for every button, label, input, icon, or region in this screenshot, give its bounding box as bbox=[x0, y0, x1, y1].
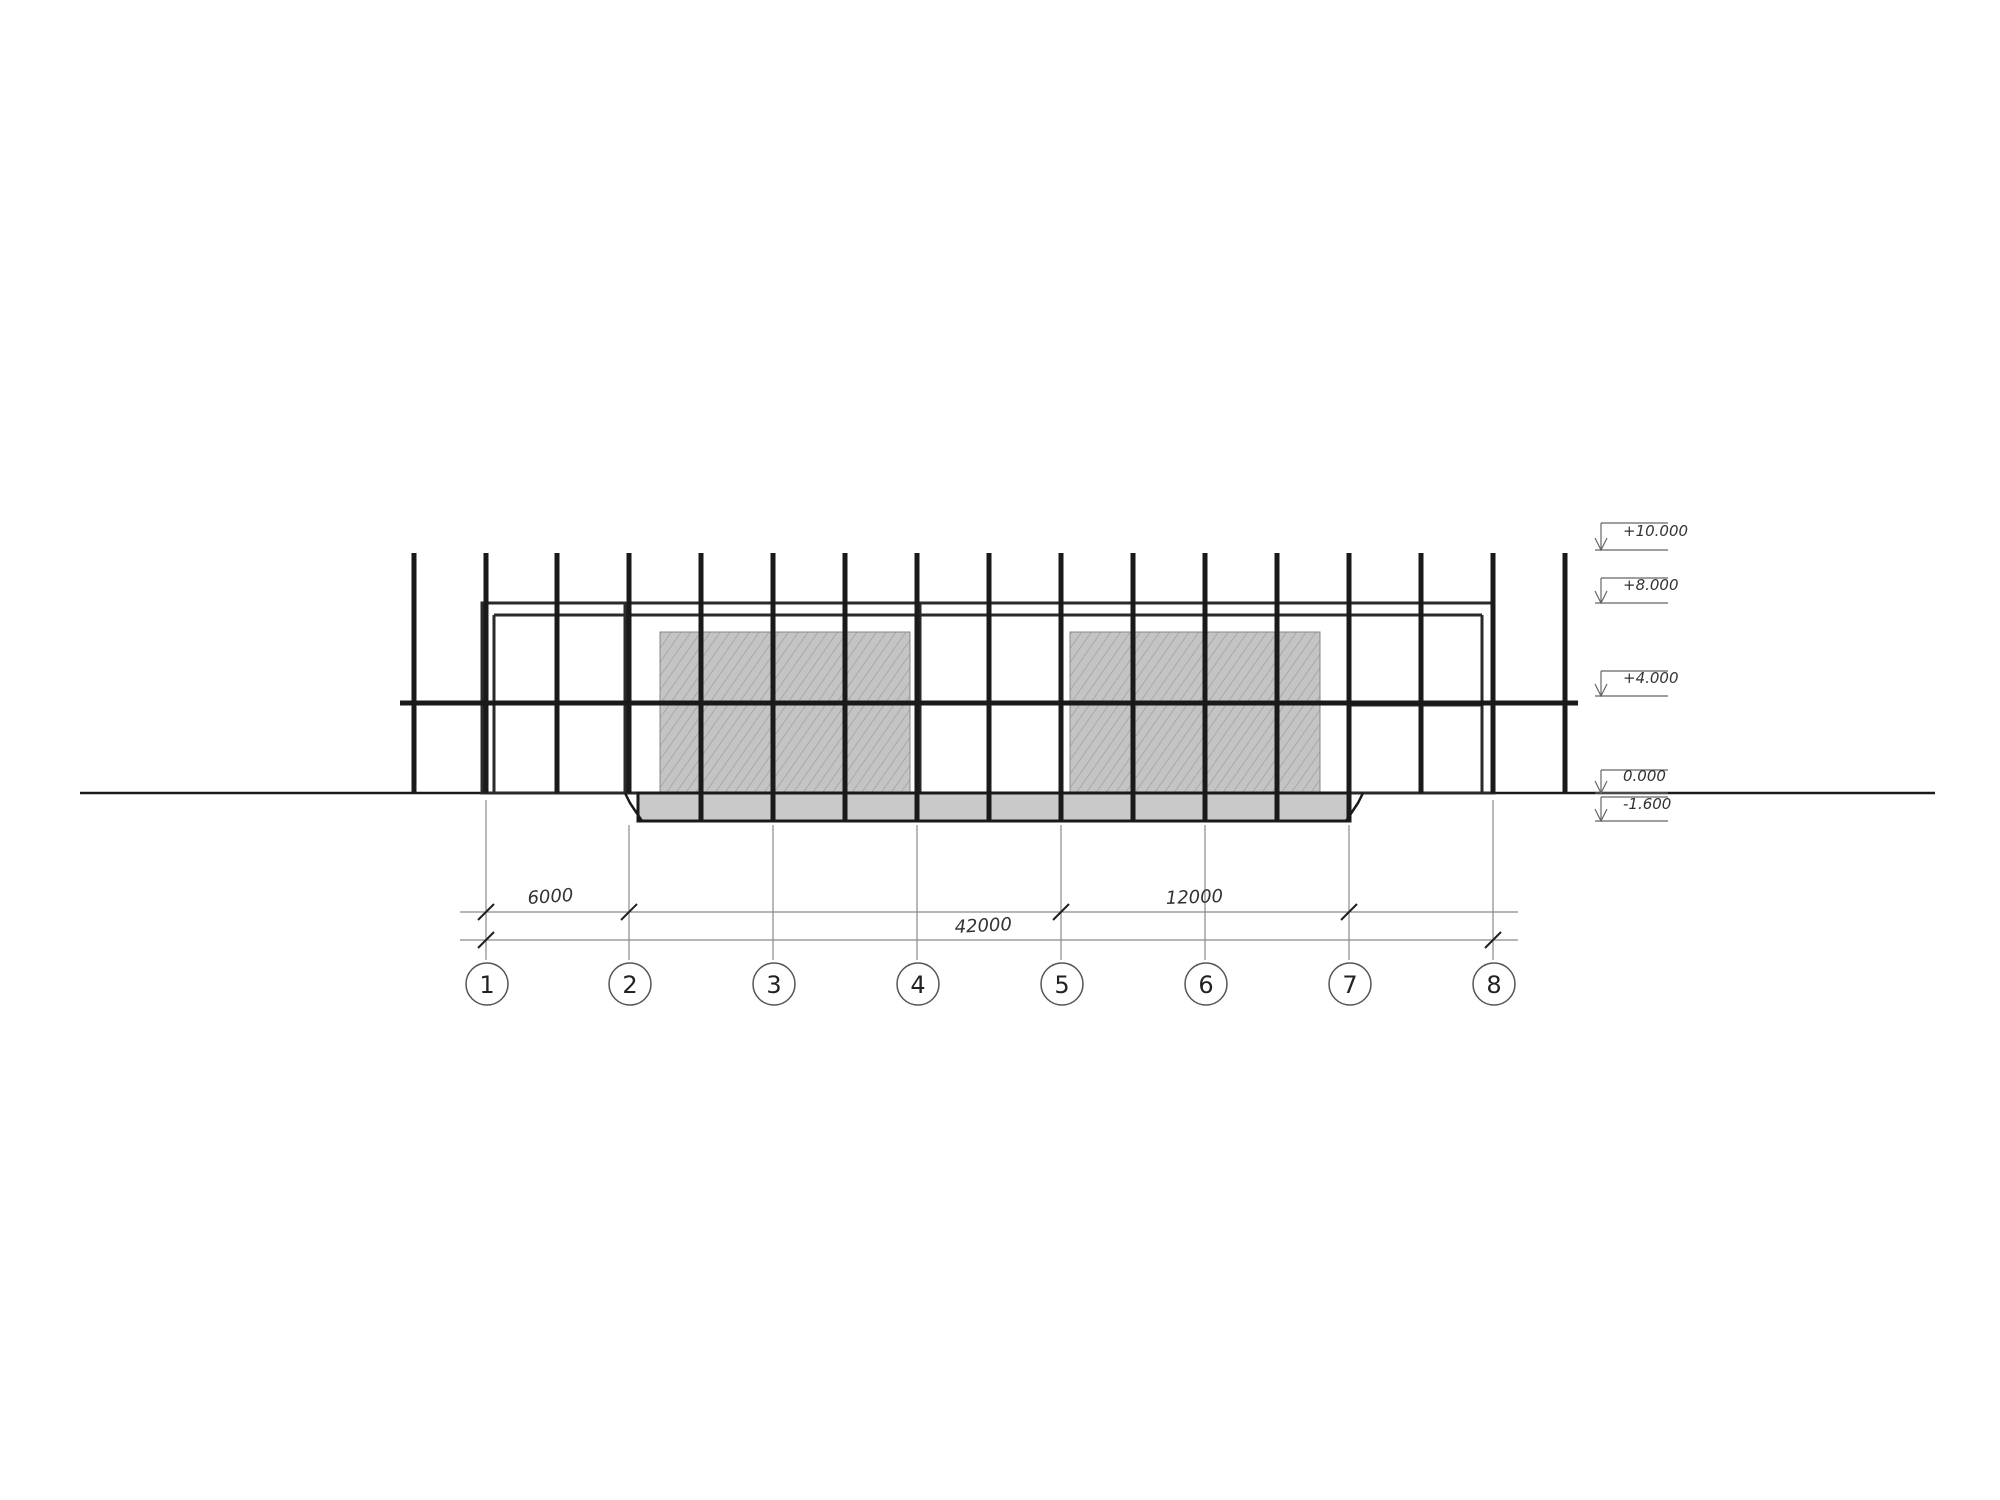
glazing-panel-left bbox=[659, 631, 911, 793]
dimension-6000: 6000 bbox=[527, 885, 574, 909]
glazing-panel-right bbox=[1069, 631, 1321, 793]
elevation-label-mid: +4.000 bbox=[1623, 669, 1679, 687]
svg-text:5: 5 bbox=[1054, 971, 1069, 999]
grid-axis-5: 5 bbox=[1040, 962, 1084, 1006]
basement bbox=[623, 791, 1365, 823]
elevation-label-roof: +8.000 bbox=[1623, 576, 1679, 594]
elevation-label-top: +10.000 bbox=[1623, 522, 1688, 540]
elevation-label-ground: 0.000 bbox=[1623, 767, 1666, 785]
elevation-label-base: -1.600 bbox=[1623, 795, 1671, 813]
svg-text:8: 8 bbox=[1486, 971, 1501, 999]
svg-text:7: 7 bbox=[1342, 971, 1357, 999]
vertical-fins bbox=[411, 553, 1568, 821]
elevation-markers bbox=[1594, 522, 1668, 823]
grid-axis-8: 8 bbox=[1472, 962, 1516, 1006]
svg-text:1: 1 bbox=[479, 971, 494, 999]
dimension-lines bbox=[460, 903, 1518, 949]
dimension-12000: 12000 bbox=[1165, 886, 1223, 909]
grid-axis-1: 1 bbox=[465, 962, 509, 1006]
grid-axis-7: 7 bbox=[1328, 962, 1372, 1006]
svg-text:4: 4 bbox=[910, 971, 925, 999]
grid-axis-6: 6 bbox=[1184, 962, 1228, 1006]
svg-text:2: 2 bbox=[622, 971, 637, 999]
grid-axis-4: 4 bbox=[896, 962, 940, 1006]
grid-axis-2: 2 bbox=[608, 962, 652, 1006]
grid-bubbles: 1 2 3 4 5 6 7 8 bbox=[465, 962, 1516, 1006]
svg-text:3: 3 bbox=[766, 971, 781, 999]
svg-text:6: 6 bbox=[1198, 971, 1213, 999]
grid-axis-3: 3 bbox=[752, 962, 796, 1006]
grid-extension-lines bbox=[485, 800, 1494, 960]
dimension-42000: 42000 bbox=[954, 914, 1012, 938]
